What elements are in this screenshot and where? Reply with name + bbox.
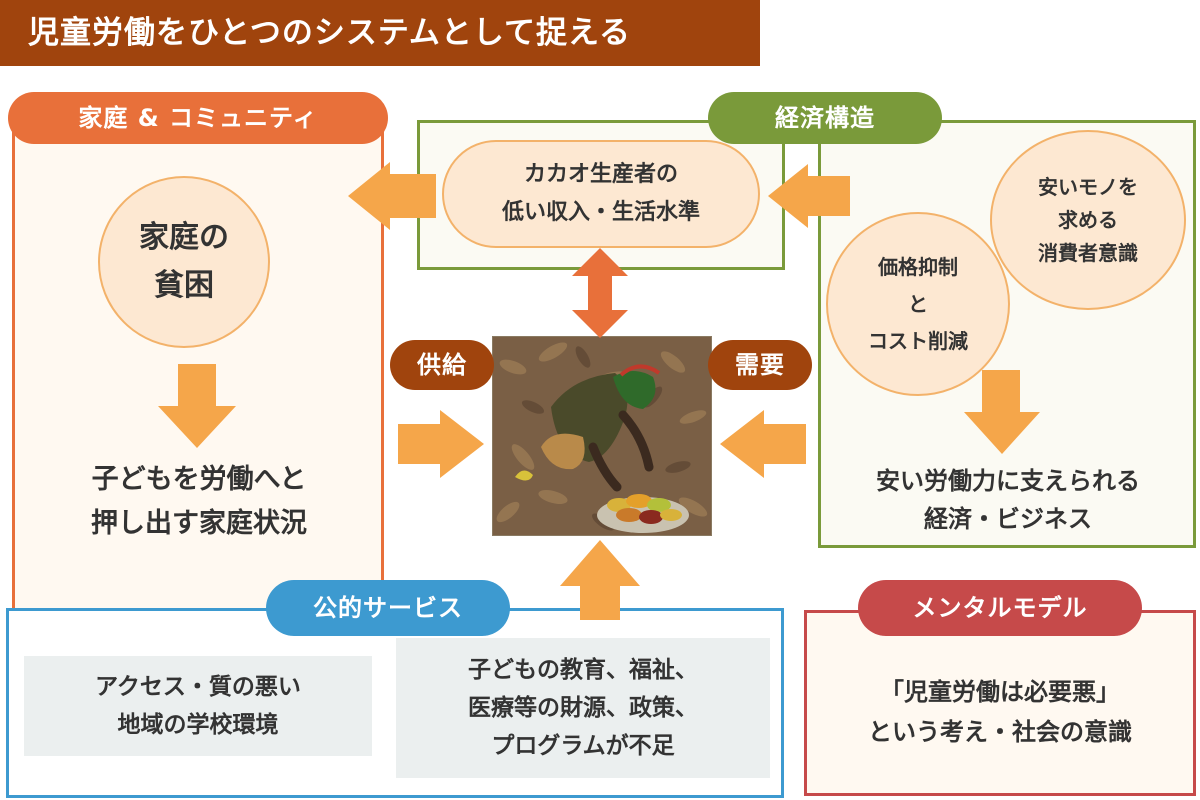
price-cost-line: と [908,291,928,316]
family-situation-line: 子どもを労働へと [91,464,307,495]
school-environment-line: アクセス・質の悪い [95,674,301,700]
price-cost-line: 価格抑制 [878,254,958,279]
mental-model-line: という考え・社会の意識 [868,718,1132,746]
family-poverty-node: 家庭の 貧困 [98,176,270,348]
public-services-label: 公的サービス [266,580,510,636]
mental-model-box [804,610,1196,796]
family-community-label: 家庭 & コミュニティ [8,92,388,144]
cheap-labor-economy-text: 安い労働力に支えられる 経済・ビジネス [828,462,1188,538]
producer-income-line: カカオ生産者の [523,162,678,187]
consumer-mindset-line: 消費者意識 [1038,240,1138,265]
family-poverty-line: 貧困 [154,268,214,303]
cacao-harvest-photo [492,336,712,536]
school-environment-line: 地域の学校環境 [117,712,279,738]
economy-label: 経済構造 [708,92,942,144]
producer-income-line: 低い収入・生活水準 [501,200,700,225]
funding-shortage-line: 子どもの教育、福祉、 [468,657,698,683]
family-situation-text: 子どもを労働へと 押し出す家庭状況 [30,458,368,546]
consumer-mindset-node: 安いモノを 求める 消費者意識 [990,130,1186,310]
family-poverty-line: 家庭の [139,220,229,255]
page-title: 児童労働をひとつのシステムとして捉える [0,0,760,66]
price-cost-node: 価格抑制 と コスト削減 [826,212,1010,396]
price-cost-line: コスト削減 [868,328,968,353]
arrow-supply-to-center [398,410,484,478]
producer-income-node: カカオ生産者の 低い収入・生活水準 [442,140,760,248]
cheap-labor-line: 経済・ビジネス [924,505,1092,533]
funding-shortage-line: プログラムが不足 [491,733,675,759]
funding-shortage-line: 医療等の財源、政策、 [468,695,698,721]
consumer-mindset-line: 求める [1058,207,1118,232]
mental-model-text: 「児童労働は必要悪」 という考え・社会の意識 [810,672,1190,752]
cacao-worker-illustration [493,337,711,535]
family-situation-line: 押し出す家庭状況 [91,508,307,539]
school-environment-panel: アクセス・質の悪い 地域の学校環境 [24,656,372,756]
funding-shortage-panel: 子どもの教育、福祉、 医療等の財源、政策、 プログラムが不足 [396,638,770,778]
mental-model-label: メンタルモデル [858,580,1142,636]
supply-label: 供給 [390,340,494,390]
cheap-labor-line: 安い労働力に支えられる [876,467,1140,495]
mental-model-line: 「児童労働は必要悪」 [880,678,1120,706]
consumer-mindset-line: 安いモノを [1038,174,1138,199]
arrow-demand-to-center [720,410,806,478]
demand-label: 需要 [708,340,812,390]
